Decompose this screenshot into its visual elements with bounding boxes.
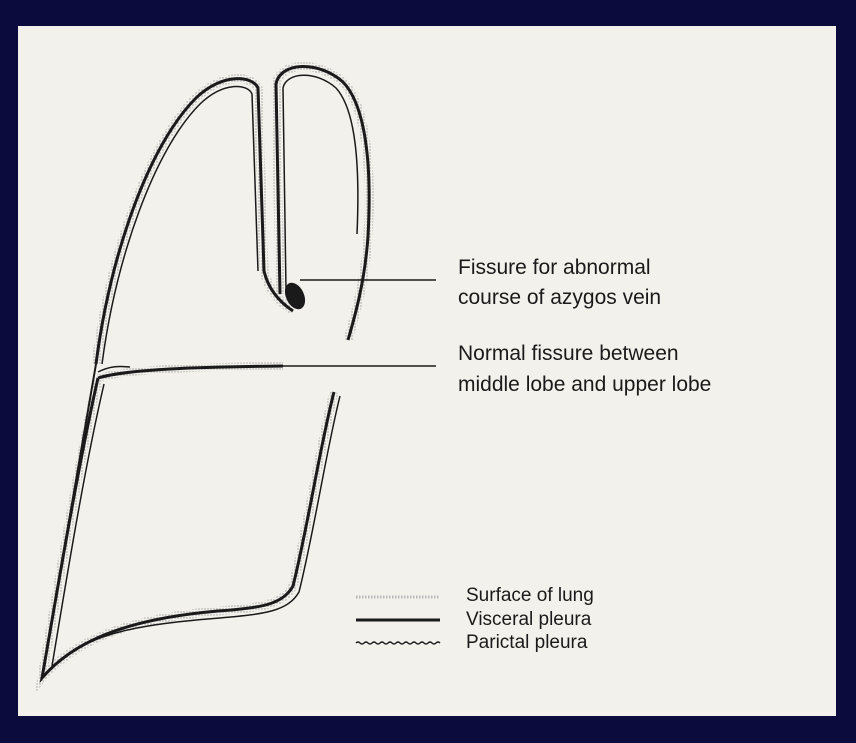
azygos-lobe-outline: [276, 66, 369, 340]
legend-label-visceral: Visceral pleura: [466, 609, 591, 631]
callout-azygos-line1: Fissure for abnormal: [458, 254, 651, 282]
upper-lobe-outline: [96, 79, 293, 364]
legend-swatch-parietal: [356, 642, 440, 644]
callout-normal-fissure-line2: middle lobe and upper lobe: [458, 371, 711, 399]
legend-label-surface: Surface of lung: [466, 585, 594, 607]
callout-azygos-line2: course of azygos vein: [458, 284, 661, 312]
horizontal-fissure: [98, 366, 283, 378]
callout-normal-fissure-line1: Normal fissure between: [458, 340, 679, 368]
lung-diagram: [18, 26, 836, 716]
legend-label-parietal: Parictal pleura: [466, 632, 587, 654]
lateral-edge: [42, 364, 96, 678]
diagram-panel: Fissure for abnormal course of azygos ve…: [18, 26, 836, 716]
